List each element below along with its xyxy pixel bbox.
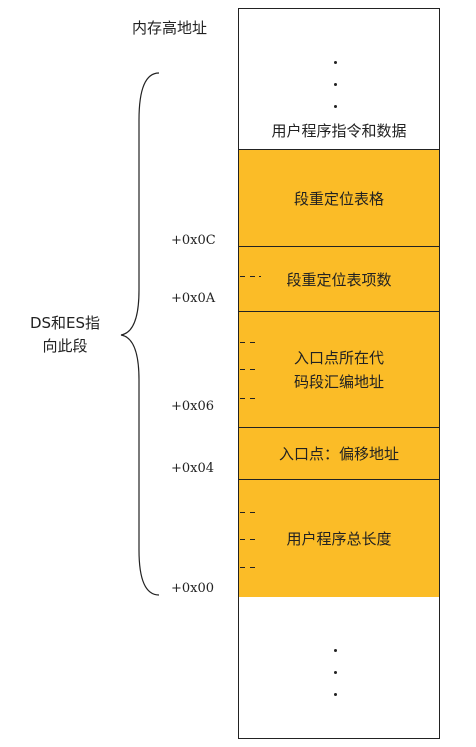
byte-tick [250, 276, 255, 277]
ellipsis-dot [334, 61, 337, 64]
byte-tick [240, 398, 245, 399]
segment-program-length: 用户程序总长度 [238, 479, 440, 598]
byte-tick [240, 369, 245, 370]
byte-tick [240, 342, 245, 343]
byte-tick [250, 369, 255, 370]
curly-brace-icon [120, 72, 160, 596]
offset-label-0x06: +0x06 [171, 399, 215, 414]
byte-tick [240, 276, 245, 277]
memory-high-address-label: 内存高地址 [132, 19, 208, 37]
byte-tick [250, 398, 255, 399]
brace-label-line2: 向此段 [42, 337, 88, 355]
ellipsis-dot [334, 671, 337, 674]
segment-label: 入口点所在代 码段汇编地址 [293, 349, 384, 391]
byte-tick [240, 512, 245, 513]
segment-label: 用户程序总长度 [286, 529, 392, 548]
brace-label-line1: DS和ES指 [29, 314, 101, 332]
segment-label: 入口点：偏移地址 [278, 445, 399, 463]
byte-tick [250, 567, 255, 568]
byte-tick [259, 276, 261, 277]
offset-label-0x0c: +0x0C [171, 233, 216, 248]
offset-label-0x0a: +0x0A [171, 291, 216, 306]
memory-upper-region [238, 8, 440, 150]
segment-entry-segment: 入口点所在代 码段汇编地址 [238, 311, 440, 428]
segment-entry-offset: 入口点：偏移地址 [238, 427, 440, 480]
segment-reloc-count: 段重定位表项数 [238, 246, 440, 312]
byte-tick [250, 342, 255, 343]
offset-label-0x00: +0x00 [171, 581, 215, 596]
ellipsis-dot [334, 693, 337, 696]
ellipsis-dot [334, 105, 337, 108]
ellipsis-dot [334, 83, 337, 86]
segment-reloc-table: 段重定位表格 [238, 149, 440, 247]
offset-label-0x04: +0x04 [171, 461, 215, 476]
byte-tick [250, 539, 255, 540]
byte-tick [250, 512, 255, 513]
memory-lower-region [238, 597, 440, 739]
user-program-label: 用户程序指令和数据 [271, 122, 407, 140]
brace-description: DS和ES指 向此段 [10, 312, 120, 358]
segment-label: 段重定位表格 [293, 189, 384, 208]
byte-tick [240, 539, 245, 540]
ellipsis-dot [334, 649, 337, 652]
segment-label: 段重定位表项数 [286, 270, 392, 289]
byte-tick [240, 567, 245, 568]
